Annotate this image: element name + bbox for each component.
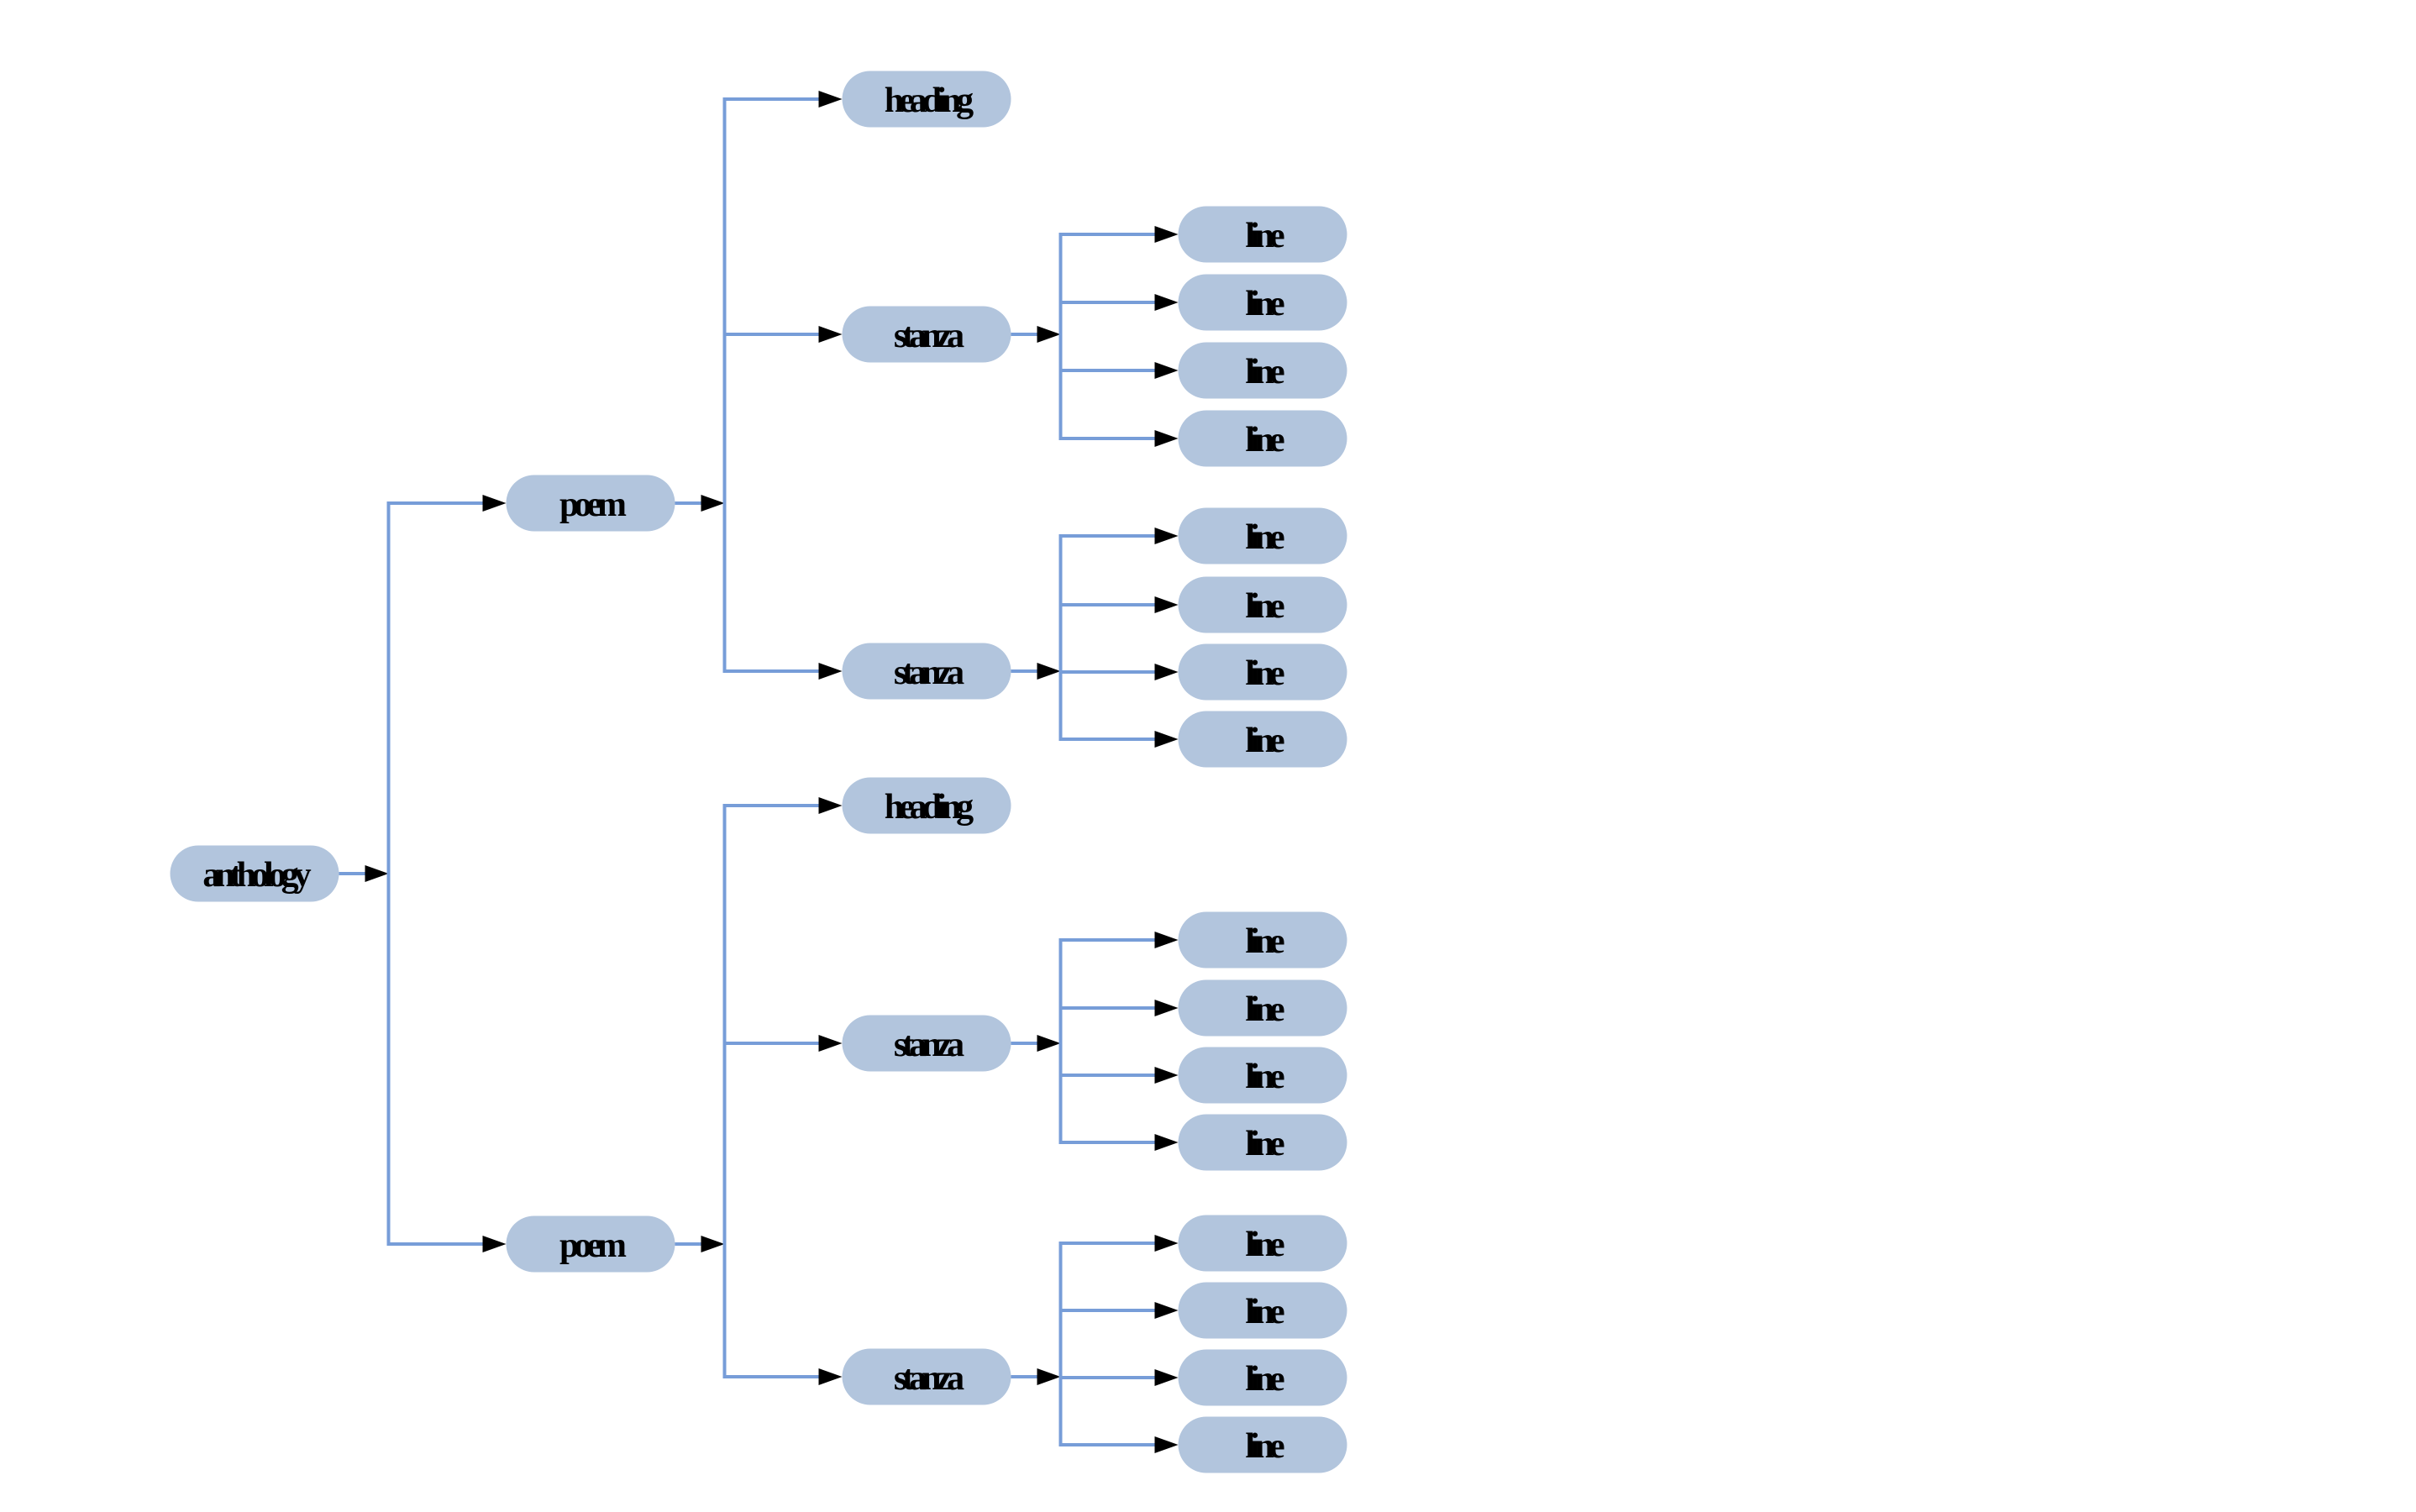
edge-arrowhead-icon-line-3 — [1154, 362, 1179, 379]
node-pill-stanza-4 — [842, 1348, 1011, 1405]
node-pill-line-10 — [1178, 979, 1347, 1037]
edge-arrowhead-icon-line-16 — [1154, 1436, 1179, 1453]
node-label-line-9: line — [1245, 922, 1284, 961]
edge-stub-arrowhead-icon-stanza-3 — [1037, 1035, 1061, 1052]
edge-arrowhead-icon-poem-2 — [482, 1236, 507, 1252]
node-pill-poem-1 — [506, 475, 675, 532]
node-label-poem-1: poem — [559, 486, 627, 524]
node-label-line-14: line — [1245, 1293, 1284, 1331]
node-pill-line-3 — [1178, 342, 1347, 399]
node-label-line-3: line — [1245, 353, 1284, 391]
node-pill-line-1 — [1178, 206, 1347, 263]
edge-arrowhead-icon-line-10 — [1154, 1000, 1179, 1016]
node-label-heading-2: heading — [885, 788, 974, 827]
edge-arrowhead-icon-stanza-2 — [818, 663, 843, 680]
node-pill-stanza-2 — [842, 643, 1011, 700]
edge-arrowhead-icon-line-2 — [1154, 294, 1179, 311]
node-pill-line-6 — [1178, 576, 1347, 633]
node-pill-line-9 — [1178, 911, 1347, 969]
edge-arrowhead-icon-heading-1 — [818, 91, 843, 108]
node-label-stanza-2: stanza — [894, 654, 964, 692]
node-label-line-7: line — [1245, 654, 1284, 693]
node-pill-stanza-3 — [842, 1015, 1011, 1072]
node-pill-stanza-1 — [842, 306, 1011, 363]
edge-stub-arrowhead-icon-poem-1 — [701, 495, 725, 512]
edge-arrowhead-icon-line-7 — [1154, 664, 1179, 680]
edge-arrowhead-icon-heading-2 — [818, 797, 843, 814]
node-label-line-11: line — [1245, 1058, 1284, 1096]
edge-arrowhead-icon-line-11 — [1154, 1067, 1179, 1084]
edge-arrowhead-icon-line-13 — [1154, 1235, 1179, 1252]
edge-arrowhead-icon-line-8 — [1154, 731, 1179, 748]
node-label-stanza-1: stanza — [894, 317, 964, 355]
edge-stub-arrowhead-icon-poem-2 — [701, 1236, 725, 1252]
node-pill-anthology — [170, 845, 339, 902]
node-label-anthology: anthology — [202, 856, 311, 895]
edge-arrowhead-icon-line-15 — [1154, 1369, 1179, 1386]
node-label-stanza-3: stanza — [894, 1026, 964, 1064]
edge-stub-arrowhead-icon-stanza-2 — [1037, 663, 1061, 680]
edge-arrowhead-icon-line-14 — [1154, 1302, 1179, 1319]
node-label-heading-1: heading — [885, 81, 974, 120]
node-label-line-6: line — [1245, 587, 1284, 626]
edge-stub-arrowhead-icon-stanza-1 — [1037, 326, 1061, 343]
node-pill-line-5 — [1178, 507, 1347, 564]
edge-arrowhead-icon-stanza-4 — [818, 1368, 843, 1385]
node-pill-line-14 — [1178, 1282, 1347, 1339]
node-label-line-13: line — [1245, 1226, 1284, 1264]
edge-arrowhead-icon-line-6 — [1154, 596, 1179, 613]
edge-arrowhead-icon-line-9 — [1154, 932, 1179, 948]
node-pill-heading-2 — [842, 777, 1011, 834]
node-pill-line-2 — [1178, 274, 1347, 331]
node-pill-line-4 — [1178, 410, 1347, 467]
node-pill-line-12 — [1178, 1114, 1347, 1171]
node-pill-line-15 — [1178, 1349, 1347, 1406]
node-label-line-15: line — [1245, 1360, 1284, 1399]
node-label-poem-2: poem — [559, 1226, 627, 1265]
edge-arrowhead-icon-line-4 — [1154, 430, 1179, 447]
node-pill-line-16 — [1178, 1416, 1347, 1473]
node-pill-line-13 — [1178, 1215, 1347, 1272]
node-pill-line-11 — [1178, 1047, 1347, 1104]
node-label-line-10: line — [1245, 990, 1284, 1029]
node-label-line-12: line — [1245, 1125, 1284, 1163]
node-pill-line-8 — [1178, 711, 1347, 768]
edge-arrowhead-icon-line-1 — [1154, 226, 1179, 243]
edge-stub-arrowhead-icon-stanza-4 — [1037, 1368, 1061, 1385]
node-label-line-1: line — [1245, 217, 1284, 255]
node-label-line-8: line — [1245, 722, 1284, 760]
edge-arrowhead-icon-stanza-1 — [818, 326, 843, 343]
node-label-line-4: line — [1245, 421, 1284, 459]
node-label-line-2: line — [1245, 285, 1284, 323]
edge-arrowhead-icon-line-12 — [1154, 1134, 1179, 1151]
edge-arrowhead-icon-line-5 — [1154, 528, 1179, 544]
node-pill-poem-2 — [506, 1215, 675, 1273]
node-label-stanza-4: stanza — [894, 1359, 964, 1398]
node-label-line-16: line — [1245, 1427, 1284, 1466]
node-pill-heading-1 — [842, 71, 1011, 128]
node-pill-line-7 — [1178, 643, 1347, 701]
edge-stub-arrowhead-icon-anthology — [365, 865, 389, 882]
node-label-line-5: line — [1245, 518, 1284, 557]
edge-arrowhead-icon-poem-1 — [482, 495, 507, 512]
edge-arrowhead-icon-stanza-3 — [818, 1035, 843, 1052]
